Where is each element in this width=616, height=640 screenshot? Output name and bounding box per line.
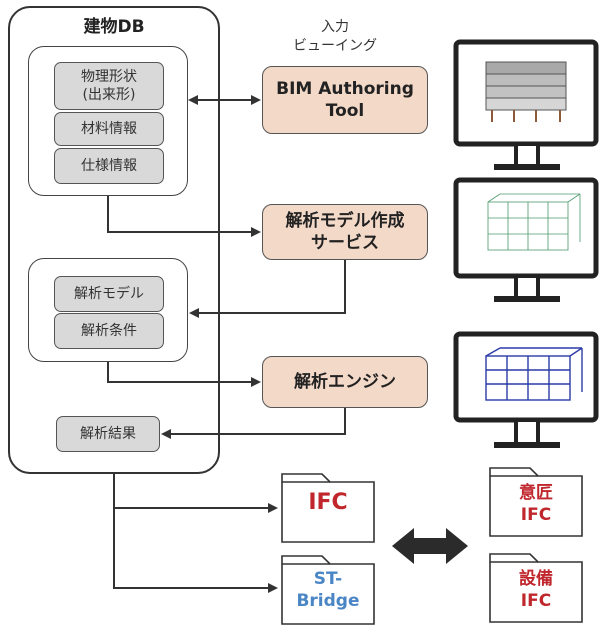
monitor-icon: [453, 177, 599, 302]
monitor-icon: [453, 39, 599, 170]
bim-authoring-tool: BIM Authoring Tool: [262, 66, 428, 134]
connector-model-service-to-analysis: [189, 260, 346, 318]
stbridge-file-label: ST- Bridge: [296, 569, 360, 611]
item-material-info: 材料情報: [54, 112, 164, 146]
connector-analysis-to-engine: [107, 362, 261, 387]
design-ifc-file-label: 意匠 IFC: [519, 483, 553, 525]
analysis-engine: 解析エンジン: [262, 356, 428, 408]
folder-icon: [489, 467, 583, 537]
building-db-title: 建物DB: [83, 17, 145, 37]
connector-physical-to-model-service: [107, 196, 261, 237]
connector-db-to-files: [113, 474, 278, 593]
viewing-caption: 入力 ビューイング: [293, 19, 377, 54]
item-analysis-result: 解析結果: [56, 416, 160, 452]
connector-engine-to-result: [161, 408, 346, 439]
item-physical-shape: 物理形状 (出来形): [54, 62, 164, 110]
ifc-file-label: IFC: [308, 490, 348, 515]
item-analysis-conditions: 解析条件: [54, 313, 164, 349]
equipment-ifc-file-label: 設備 IFC: [519, 569, 553, 611]
folder-icon: [281, 555, 375, 625]
monitor-icon: [453, 331, 599, 448]
folder-icon: [489, 553, 583, 623]
item-analysis-model: 解析モデル: [54, 276, 164, 312]
folder-icon: [281, 473, 375, 543]
analysis-model-service: 解析モデル作成 サービス: [262, 204, 428, 260]
double-arrow-icon: [392, 528, 468, 564]
item-spec-info: 仕様情報: [54, 148, 164, 184]
